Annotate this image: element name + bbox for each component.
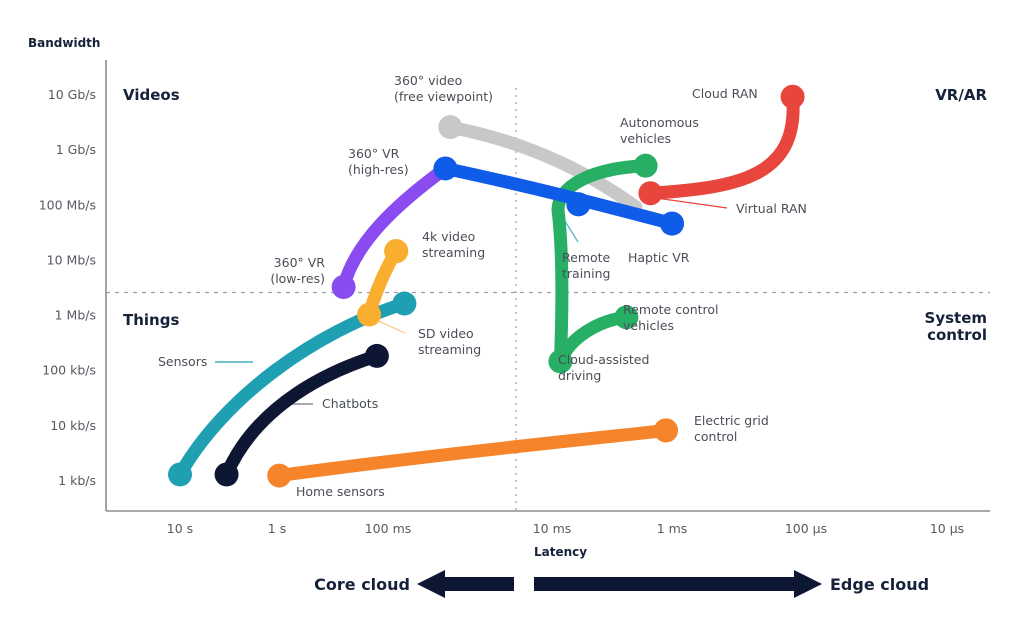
dot-cloud-assisted-driving-0 — [548, 349, 573, 374]
x-tick-100-ms: 100 ms — [365, 521, 412, 536]
dot-360-vr-low-res-0 — [331, 274, 356, 299]
y-tick-10-kb-s: 10 kb/s — [50, 418, 96, 433]
curve-360-vr-high-res — [438, 161, 679, 231]
dot-chatbots-1 — [364, 343, 389, 368]
label-haptic-vr: Haptic VR — [628, 250, 690, 265]
dot-chatbots-0 — [214, 462, 239, 487]
dot-haptic-vr-0 — [660, 211, 684, 236]
curve-virtual-ran — [643, 90, 800, 200]
curve-360-vr-low-res — [337, 161, 452, 294]
y-tick-100-kb-s: 100 kb/s — [42, 363, 96, 378]
label-virtual-ran: Virtual RAN — [736, 201, 807, 216]
y-tick-100-mb-s: 100 Mb/s — [39, 197, 96, 212]
curve-chatbots — [220, 349, 384, 481]
dot-360-vr-high-res-0 — [433, 156, 458, 181]
edge-cloud-label: Edge cloud — [830, 575, 929, 594]
svg-text:control: control — [927, 326, 987, 344]
label-sensors: Sensors — [158, 354, 207, 369]
label-cloud-ran: Cloud RAN — [692, 86, 758, 101]
core-cloud-label: Core cloud — [314, 575, 410, 594]
label-360-vr-low-res: 360° VR(low-res) — [270, 255, 325, 286]
x-tick-1-ms: 1 ms — [657, 521, 688, 536]
x-tick-10-s: 10 µs — [930, 521, 964, 536]
y-tick-10-gb-s: 10 Gb/s — [48, 87, 96, 102]
label-chatbots: Chatbots — [322, 396, 378, 411]
label-leader-lines — [215, 195, 728, 405]
y-tick-1-mb-s: 1 Mb/s — [55, 308, 96, 323]
label-360-vr-high-res: 360° VR(high-res) — [348, 146, 409, 177]
y-tick-labels: 10 Gb/s 1 Gb/s 100 Mb/s 10 Mb/s 1 Mb/s 100 kb… — [39, 87, 96, 488]
dot-electric-grid-control-0 — [654, 418, 678, 443]
core-cloud-arrow — [417, 570, 514, 598]
dot-cloud-ran-0 — [780, 84, 805, 109]
label-360-video-free-viewpoint: 360° video(free viewpoint) — [394, 73, 493, 104]
curve-360-video-free-viewpoint — [443, 120, 643, 214]
dot-home-sensors-0 — [267, 463, 292, 488]
x-tick-100-s: 100 µs — [785, 521, 827, 536]
x-tick-labels: 10 s 1 s 100 ms 10 ms 1 ms 100 µs 10 µs — [167, 521, 964, 536]
dot-sd-video-streaming-0 — [357, 302, 382, 327]
y-tick-1-gb-s: 1 Gb/s — [56, 142, 96, 157]
x-tick-1-s: 1 s — [268, 521, 286, 536]
dot-autonomous-vehicles-0 — [633, 153, 658, 178]
y-tick-1-kb-s: 1 kb/s — [58, 473, 96, 488]
dot-remote-training-0 — [566, 192, 591, 217]
dot-4k-video-streaming-0 — [384, 239, 409, 264]
quadrant-videos: Videos — [123, 86, 180, 104]
y-tick-10-mb-s: 10 Mb/s — [47, 252, 96, 267]
curve-autonomous-vehicles — [551, 159, 653, 217]
curve-cloud-assisted-driving — [551, 203, 569, 368]
dot-360-video-free-viewpoint-0 — [438, 115, 463, 140]
x-tick-10-ms: 10 ms — [533, 521, 572, 536]
edge-cloud-arrow — [534, 570, 822, 598]
svg-text:System: System — [925, 309, 987, 327]
label-home-sensors: Home sensors — [296, 484, 385, 499]
quadrant-things: Things — [123, 311, 179, 329]
dot-sensors-1 — [392, 291, 417, 316]
dot-sensors-0 — [168, 462, 192, 487]
curve-home-sensors — [272, 423, 673, 483]
x-tick-10-s: 10 s — [167, 521, 193, 536]
y-axis-title: Bandwidth — [28, 36, 100, 50]
x-axis-title: Latency — [534, 545, 587, 559]
dot-remote-control-vehicles-0 — [614, 305, 639, 330]
series-end-dots — [168, 84, 805, 488]
dot-virtual-ran-0 — [638, 181, 663, 206]
quadrant-vr-ar: VR/AR — [935, 86, 987, 104]
quadrant-system-control: System control — [925, 309, 987, 344]
